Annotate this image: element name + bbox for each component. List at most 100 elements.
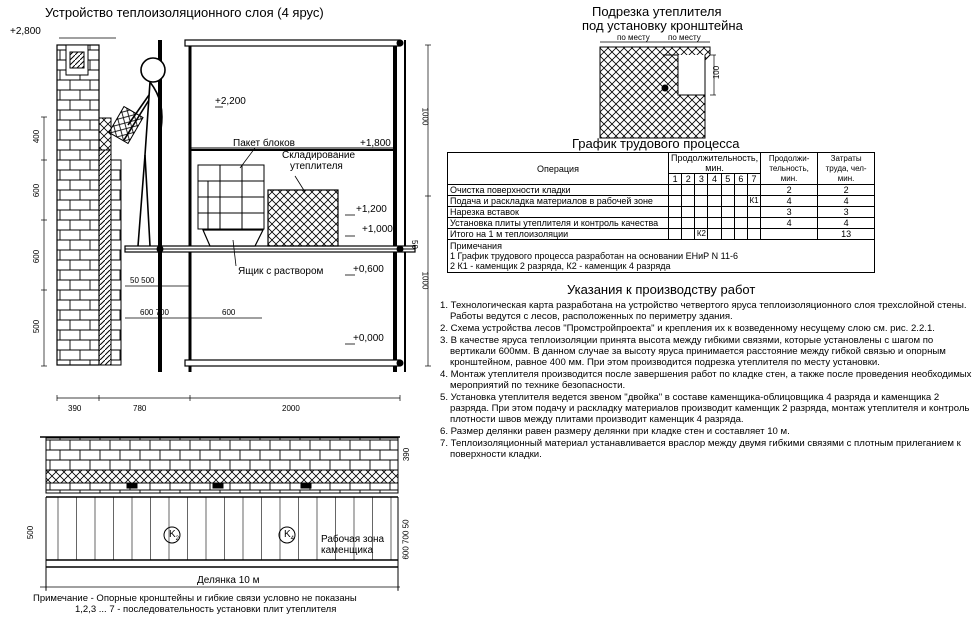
cut-dim-100: 100 <box>712 65 722 80</box>
worker-mark: К2 <box>694 228 709 240</box>
plan-grid <box>57 497 392 560</box>
plan-dim-390: 390 <box>402 447 412 462</box>
cut-title-2: под установку кронштейна <box>582 18 743 33</box>
facing-layer <box>110 159 122 366</box>
dim-2000: 2000 <box>282 404 300 413</box>
cut-label-left: по месту <box>617 33 650 42</box>
day-header: 6 <box>733 173 748 185</box>
level-0600: +0,600 <box>353 264 384 275</box>
instruction-item: 1. Технологическая карта разработана на … <box>440 300 967 322</box>
level-2200: +2,200 <box>215 96 246 107</box>
day-header: 5 <box>720 173 735 185</box>
insulation-storage <box>267 189 339 247</box>
table-days-row: 1 2 3 4 5 6 7 <box>448 173 875 185</box>
dim-600-a: 600 <box>32 183 42 198</box>
dim-390: 390 <box>68 404 82 413</box>
worker-k4-label: K4 <box>284 529 295 542</box>
day-header: 2 <box>681 173 696 185</box>
dim-400: 400 <box>32 129 42 144</box>
table-header-row: Операция Продолжительность, мин. Продолж… <box>447 152 876 185</box>
dim-50: 50 <box>409 240 419 249</box>
mortar-box-label: Ящик с раствором <box>238 266 324 277</box>
cut-label-right: по месту <box>668 33 701 42</box>
operation-cell: Очистка поверхности кладки <box>447 184 669 196</box>
day-header: 1 <box>667 173 683 185</box>
instruction-item: 2. Схема устройства лесов "Промстройпрое… <box>440 323 935 334</box>
instruction-item: 7. Теплоизоляционный материал устанавлив… <box>440 438 961 460</box>
instructions-list: 1. Технологическая карта разработана на … <box>440 300 972 461</box>
worker-figure <box>123 57 166 247</box>
worker-mark: К1 <box>746 195 762 207</box>
labor-cell: 13 <box>817 228 876 240</box>
labor-schedule-table: Операция Продолжительность, мин. Продолж… <box>446 152 876 273</box>
level-0000: +0,000 <box>353 333 384 344</box>
table-row: Очистка поверхности кладки 2 2 <box>447 184 876 196</box>
insulation-layer <box>98 117 112 366</box>
cut-title-1: Подрезка утеплителя <box>592 4 722 19</box>
instruction-item: 4. Монтаж утеплителя производится после … <box>440 369 972 391</box>
instruction-item: 3. В качестве яруса теплоизоляции принят… <box>440 335 946 368</box>
notes-title: Примечания <box>450 241 502 251</box>
dim-600-700: 600 700 <box>140 308 169 317</box>
plan-dim-600-700-50: 600 700 50 <box>401 519 411 560</box>
labor-cell: 4 <box>817 195 876 207</box>
operation-cell: Итого на 1 м теплоизоляции <box>447 228 669 240</box>
plan-note-2: 1,2,3 ... 7 - последовательность установ… <box>75 604 337 615</box>
header-operation: Операция <box>447 152 669 185</box>
instructions-title: Указания к производству работ <box>567 282 756 297</box>
operation-cell: Установка плиты утеплителя и контроль ка… <box>447 217 669 229</box>
plan-view <box>40 436 400 591</box>
header-duration: Продолжительность, мин. <box>667 152 762 174</box>
day-header: 3 <box>694 173 709 185</box>
labor-cell: 2 <box>817 184 876 196</box>
length-cell <box>760 228 819 240</box>
dim-1000-b: 1000 <box>420 271 430 290</box>
instruction-item: 6. Размер делянки равен размеру делянки … <box>440 426 790 437</box>
dim-600-c: 600 <box>222 308 236 317</box>
level-1200: +1,200 <box>356 204 387 215</box>
dim-600-b: 600 <box>32 249 42 264</box>
day-header: 4 <box>707 173 722 185</box>
work-zone-label-1: Рабочая зона <box>321 534 385 545</box>
elevation-title: Устройство теплоизоляционного слоя (4 яр… <box>45 5 324 20</box>
table-notes-row: Примечания 1 График трудового процесса р… <box>446 239 876 273</box>
dim-1000-a: 1000 <box>420 107 430 126</box>
length-cell: 2 <box>760 184 819 196</box>
length-cell: 4 <box>760 217 819 229</box>
plan-dim-500: 500 <box>26 525 36 540</box>
table-row: Нарезка вставок 3 3 <box>447 206 876 218</box>
scaffolding <box>124 39 416 372</box>
worker-k2-label: K2 <box>169 529 180 542</box>
table-row: Итого на 1 м теплоизоляции К2 13 <box>447 228 876 240</box>
dim-500: 500 <box>32 319 42 334</box>
notes-item: 1 График трудового процесса разработан н… <box>450 251 739 261</box>
operation-cell: Нарезка вставок <box>447 206 669 218</box>
block-package <box>197 164 265 230</box>
length-cell: 4 <box>760 195 819 207</box>
dim-50-500: 50 500 <box>130 276 155 285</box>
instruction-item: 5. Установка утеплителя ведется звеном "… <box>440 392 970 425</box>
level-1000: +1,000 <box>362 224 393 235</box>
plan-note-1: Примечание - Опорные кронштейны и гибкие… <box>33 593 357 604</box>
work-zone-label-2: каменщика <box>321 545 374 556</box>
brick-wall <box>56 44 100 366</box>
header-length: Продолжи-тельность, мин. <box>760 152 819 185</box>
header-labor: Затраты труда, чел-мин. <box>817 152 876 185</box>
labor-cell: 4 <box>817 217 876 229</box>
table-row: Установка плиты утеплителя и контроль ка… <box>447 217 876 229</box>
level-1800: +1,800 <box>360 138 391 149</box>
day-header: 7 <box>746 173 762 185</box>
storage-label-2: утеплителя <box>290 161 343 172</box>
operation-cell: Подача и раскладка материалов в рабочей … <box>447 195 669 207</box>
mortar-box <box>202 229 264 247</box>
level-2800: +2,800 <box>10 26 41 37</box>
insulation-board-in-hands <box>108 105 144 145</box>
cut-detail <box>599 41 716 139</box>
schedule-title: График трудового процесса <box>572 136 740 151</box>
block-package-label: Пакет блоков <box>233 138 295 149</box>
length-cell: 3 <box>760 206 819 218</box>
table-row: Подача и раскладка материалов в рабочей … <box>447 195 876 207</box>
storage-label-1: Складирование <box>282 150 356 161</box>
section-label: Делянка 10 м <box>197 575 260 586</box>
